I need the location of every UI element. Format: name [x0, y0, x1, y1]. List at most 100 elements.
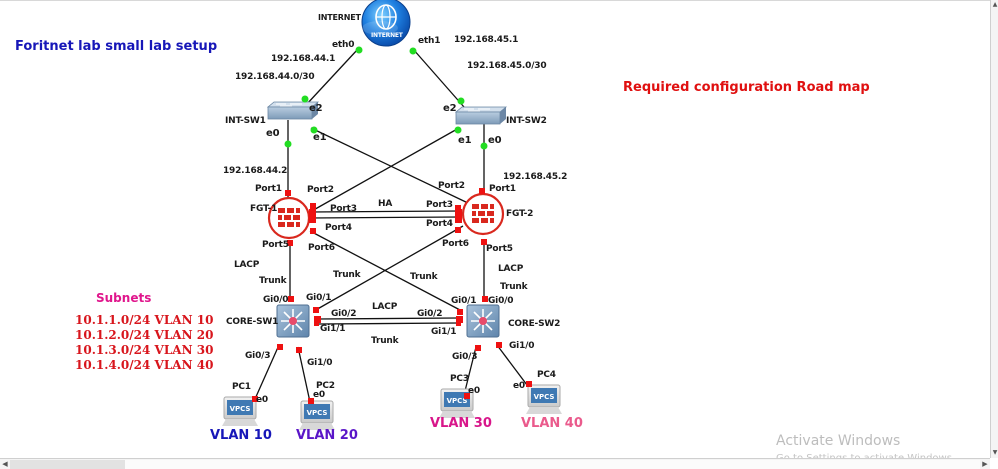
int-sw1-switch-icon [266, 101, 320, 120]
core-sw1-l3switch-icon [276, 304, 310, 338]
link-core-gi1-1 [317, 322, 459, 325]
pc2-e0-label: e0 [313, 390, 325, 400]
int-sw2-e0-label: e0 [488, 135, 502, 146]
int-sw1-label: INT-SW1 [225, 116, 266, 126]
roadmap-label[interactable]: Required configuration Road map [623, 80, 870, 95]
internet-eth1-label: eth1 [418, 36, 441, 46]
subnet-row: 10.1.4.0/24 VLAN 40 [75, 358, 214, 372]
svg-text:VPCS: VPCS [447, 397, 468, 405]
core-sw2-gi1-0-label: Gi1/0 [509, 341, 535, 351]
svg-text:VPCS: VPCS [230, 405, 251, 413]
fgt1-label: FGT-1 [250, 204, 278, 214]
pc4-vlan-label: VLAN 40 [521, 416, 583, 431]
fgt2-label: FGT-2 [506, 209, 534, 219]
link-internet-sw2 [412, 48, 465, 108]
internet-icon-text: INTERNET [371, 32, 403, 39]
inet-sw2-net-label: 192.168.45.0/30 [467, 61, 547, 71]
pc3-label: PC3 [450, 374, 469, 384]
pc4-vpcs-icon: VPCS [526, 384, 562, 414]
pc1-e0-label: e0 [256, 395, 268, 405]
int-sw2-label: INT-SW2 [506, 116, 547, 126]
fgt1-port6-label: Port6 [308, 243, 335, 253]
fgt2-firewall-icon [461, 192, 505, 236]
scroll-down-arrow-icon[interactable]: ▼ [992, 449, 998, 456]
subnets-list: 10.1.1.0/24 VLAN 10 10.1.2.0/24 VLAN 20 … [75, 313, 213, 373]
core-sw2-gi0-0-label: Gi0/0 [488, 296, 514, 306]
pc2-label: PC2 [316, 381, 335, 391]
link-core-gi0-2 [317, 317, 459, 320]
int-sw1-e2-label: e2 [309, 103, 323, 114]
diagram-title: Foritnet lab small lab setup [15, 39, 218, 54]
link-ha-port3 [309, 210, 462, 213]
trunk-left-label: Trunk [259, 276, 287, 286]
internet-cloud-icon [361, 0, 411, 47]
horizontal-scroll-track[interactable] [125, 460, 980, 469]
trunk-cross-right-label: Trunk [410, 272, 438, 282]
core-sw2-gi0-2-label: Gi0/2 [417, 309, 443, 319]
fgt1-port2-label: Port2 [307, 185, 334, 195]
pc2-vpcs-icon: VPCS [299, 400, 335, 430]
scroll-left-arrow-icon[interactable]: ◀ [2, 460, 8, 468]
internet-eth0-label: eth0 [332, 40, 355, 50]
link-internet-sw1 [305, 48, 359, 106]
link-up-indicators [284, 46, 488, 150]
core-sw2-label: CORE-SW2 [508, 319, 561, 329]
core-sw1-gi0-3-label: Gi0/3 [245, 351, 271, 361]
core-sw1-gi0-2-label: Gi0/2 [331, 309, 357, 319]
core-sw1-gi0-1-label: Gi0/1 [306, 293, 332, 303]
link-fgt2-core1 [313, 225, 464, 312]
link-core1-pc2 [297, 346, 311, 403]
core-sw2-gi1-1-label: Gi1/1 [431, 327, 457, 337]
inet-sw2-ip-label: 192.168.45.1 [454, 35, 519, 45]
trunk-cross-left-label: Trunk [333, 270, 361, 280]
activate-windows-title: Activate Windows [776, 433, 901, 449]
window-top-border [0, 0, 998, 1]
int-sw1-e0-label: e0 [266, 128, 280, 139]
fgt1-ip-label: 192.168.44.2 [223, 166, 288, 176]
pc1-vpcs-icon: VPCS [222, 396, 258, 426]
core-sw2-gi0-3-label: Gi0/3 [452, 352, 478, 362]
pc2-vlan-label: VLAN 20 [296, 428, 358, 443]
fgt1-port3-label: Port3 [330, 204, 357, 214]
pc3-vlan-label: VLAN 30 [430, 416, 492, 431]
link-core2-pc3 [463, 346, 477, 396]
internet-label: INTERNET [318, 13, 361, 22]
ha-link-label: HA [378, 199, 393, 209]
topology-links: VPCS VPCS VPCS VPCS [222, 0, 562, 430]
fgt2-port1-label: Port1 [489, 184, 516, 194]
trunk-core-label: Trunk [371, 336, 399, 346]
horizontal-scrollbar[interactable]: ◀ ▶ [0, 458, 990, 469]
core-sw2-gi0-1-label: Gi0/1 [451, 296, 477, 306]
lacp-right-label: LACP [498, 264, 524, 274]
scroll-right-arrow-icon[interactable]: ▶ [982, 460, 988, 468]
horizontal-scroll-thumb[interactable] [10, 460, 126, 469]
fgt2-port2-label: Port2 [438, 181, 465, 191]
subnet-row: 10.1.2.0/24 VLAN 20 [75, 328, 214, 342]
pc1-vlan-label: VLAN 10 [210, 428, 272, 443]
int-sw2-switch-icon [454, 106, 508, 125]
lacp-left-label: LACP [234, 260, 260, 270]
int-sw2-e1-label: e1 [458, 135, 472, 146]
lacp-core-label: LACP [372, 302, 398, 312]
core-sw1-gi0-0-label: Gi0/0 [263, 295, 289, 305]
fgt1-port4-label: Port4 [325, 223, 352, 233]
link-core2-pc4 [496, 344, 531, 390]
subnet-row: 10.1.3.0/24 VLAN 30 [75, 343, 214, 357]
fgt2-port5-label: Port5 [486, 244, 513, 254]
int-sw2-e2-label: e2 [443, 103, 457, 114]
core-sw1-label: CORE-SW1 [226, 317, 279, 327]
subnets-title: Subnets [96, 291, 152, 305]
fgt1-port5-label: Port5 [262, 240, 289, 250]
link-core1-pc1 [254, 344, 280, 400]
core-sw1-gi1-0-label: Gi1/0 [307, 358, 333, 368]
fgt1-port1-label: Port1 [255, 184, 282, 194]
scroll-up-arrow-icon[interactable]: ▲ [992, 1, 998, 8]
vertical-scrollbar[interactable]: ▲ ▼ [990, 0, 998, 458]
trunk-right-label: Trunk [500, 282, 528, 292]
int-sw1-e1-label: e1 [313, 132, 327, 143]
pc1-label: PC1 [232, 382, 251, 392]
svg-text:VPCS: VPCS [307, 409, 328, 417]
fgt2-port6-label: Port6 [442, 239, 469, 249]
fgt2-port3-label: Port3 [426, 200, 453, 210]
